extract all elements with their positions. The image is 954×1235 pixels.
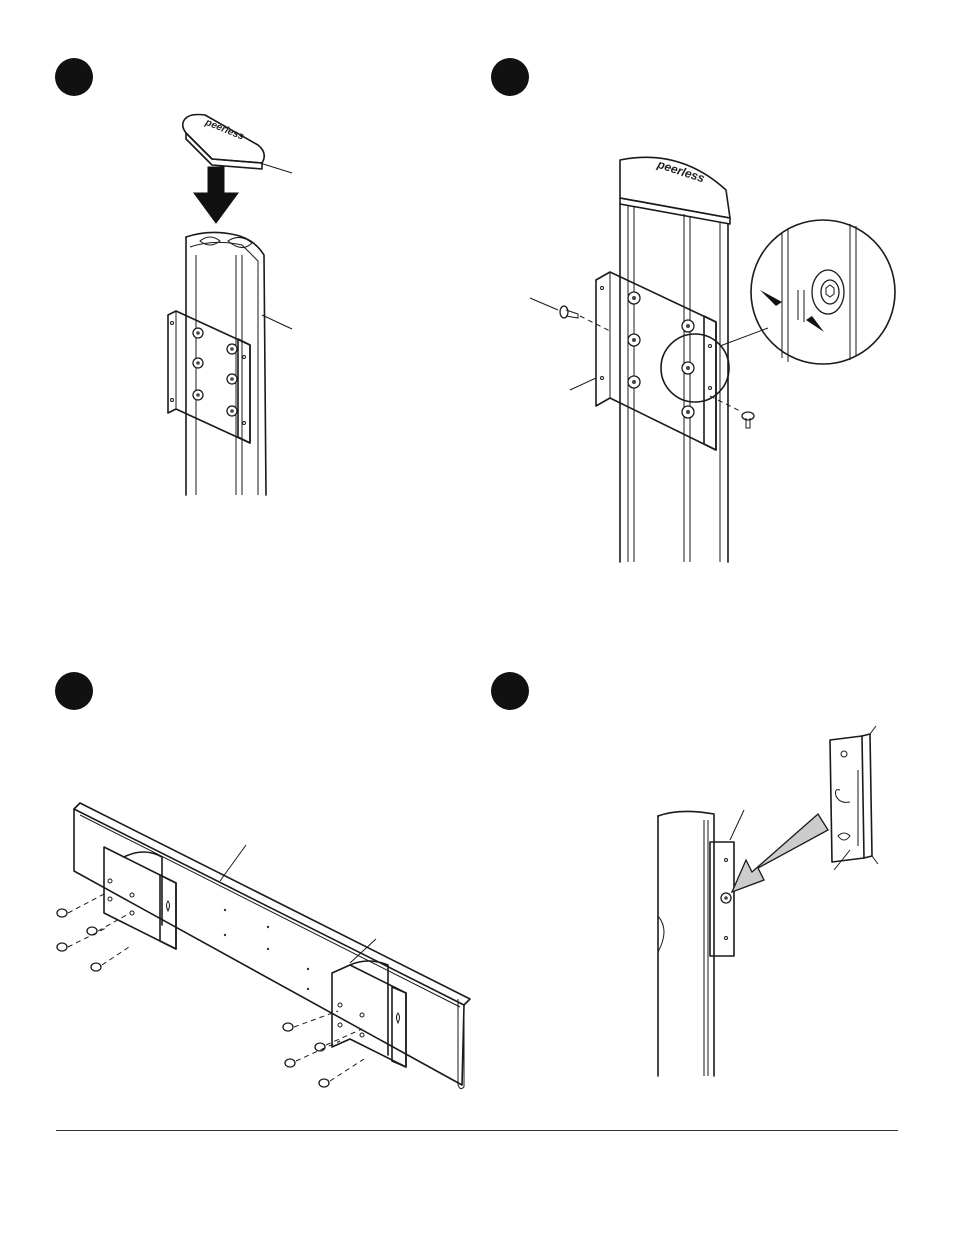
screws-left <box>57 893 132 971</box>
step-4-illustration <box>640 720 890 1080</box>
left-mount <box>104 847 176 949</box>
hanger-bracket <box>830 726 878 870</box>
step-1-illustration: peerless <box>150 105 320 500</box>
step-3-illustration <box>50 795 480 1105</box>
step-3-badge <box>55 672 93 710</box>
step-4-badge <box>491 672 529 710</box>
screws-right <box>283 1011 364 1087</box>
direction-arrow-icon <box>732 814 828 892</box>
step-2-badge <box>491 58 529 96</box>
step-2-illustration: peerless <box>520 150 900 565</box>
end-cap: peerless <box>183 115 292 174</box>
footer-divider <box>56 1130 898 1131</box>
column-logo: peerless <box>655 157 707 186</box>
cap-logo: peerless <box>203 117 246 143</box>
detail-callout <box>661 220 895 402</box>
horizontal-bar <box>74 803 470 1089</box>
column-top: peerless <box>620 157 730 562</box>
mounting-plate <box>596 272 716 450</box>
screw-left <box>530 298 612 390</box>
column-side <box>658 811 714 1076</box>
down-arrow-icon <box>194 167 238 223</box>
mounting-plate <box>168 311 250 443</box>
step-1-badge <box>55 58 93 96</box>
